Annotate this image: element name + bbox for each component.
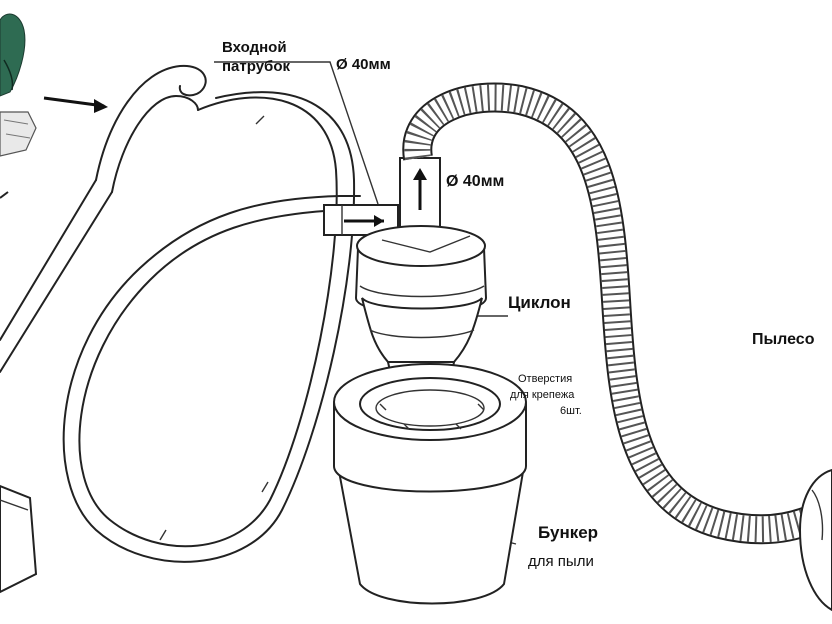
vacuum-cleaner-body	[798, 468, 832, 612]
vacuum-label: Пылесо	[752, 331, 815, 348]
left-arrow-icon	[0, 191, 9, 199]
holes-label-line3: 6шт.	[560, 405, 582, 417]
thumbnail-machine-image	[0, 111, 37, 157]
corrugated-hose	[402, 82, 816, 545]
holes-label-line1: Отверстия	[518, 373, 572, 385]
bunker-sublabel: для пыли	[528, 553, 594, 570]
left-bottom-object	[0, 484, 38, 594]
inlet-pipe	[323, 204, 399, 236]
inlet-diameter-label: Ø 40мм	[336, 56, 391, 73]
inlet-label-line1: Входной	[222, 39, 287, 56]
outlet-diameter-label: Ø 40мм	[446, 173, 504, 190]
vacuum-hose-loop	[0, 64, 361, 563]
holes-label-line2: для крепежа	[510, 389, 575, 401]
inlet-label-line2: патрубок	[222, 58, 290, 75]
pointer-arrow-icon	[43, 96, 108, 113]
bunker-label: Бункер	[538, 523, 598, 542]
inlet-arrow-icon	[344, 215, 384, 227]
outlet-arrow-icon	[413, 168, 427, 210]
cyclone-label: Циклон	[508, 293, 571, 312]
cyclone-body	[354, 225, 488, 407]
thumbnail-plant-image	[0, 13, 26, 97]
dust-bunker	[333, 363, 527, 605]
